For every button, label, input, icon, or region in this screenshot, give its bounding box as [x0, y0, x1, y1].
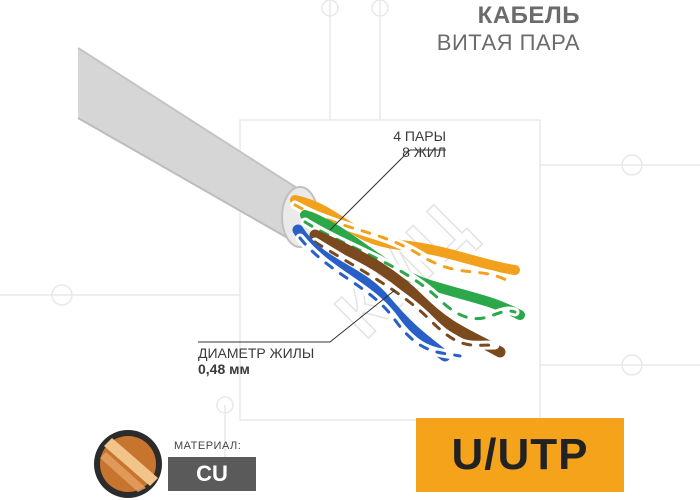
brown-pair [309, 229, 506, 358]
pairs-count: 4 ПАРЫ [393, 128, 446, 144]
diameter-annotation: ДИАМЕТР ЖИЛЫ 0,48 мм [198, 345, 314, 377]
material-label: МАТЕРИАЛ: [174, 440, 242, 452]
diameter-leader-line [198, 289, 396, 343]
diameter-label: ДИАМЕТР ЖИЛЫ [198, 345, 315, 361]
pairs-annotation: 4 ПАРЫ 8 ЖИЛ [384, 128, 446, 160]
wires-count: 8 ЖИЛ [402, 144, 446, 161]
title-line-1: КАБЕЛЬ [477, 2, 580, 29]
diameter-value: 0,48 мм [198, 361, 250, 378]
title-line-2: ВИТАЯ ПАРА [436, 30, 580, 55]
material-value: CU [168, 457, 256, 491]
product-title: КАБЕЛЬ ВИТАЯ ПАРА [437, 4, 580, 54]
twisted-pairs [290, 195, 525, 362]
cable-jacket [77, 47, 319, 248]
pairs-leader-line [329, 149, 446, 231]
shield-type-badge: U/UTP [416, 418, 624, 492]
copper-core-icon [94, 430, 162, 498]
watermark-logo [0, 0, 700, 480]
